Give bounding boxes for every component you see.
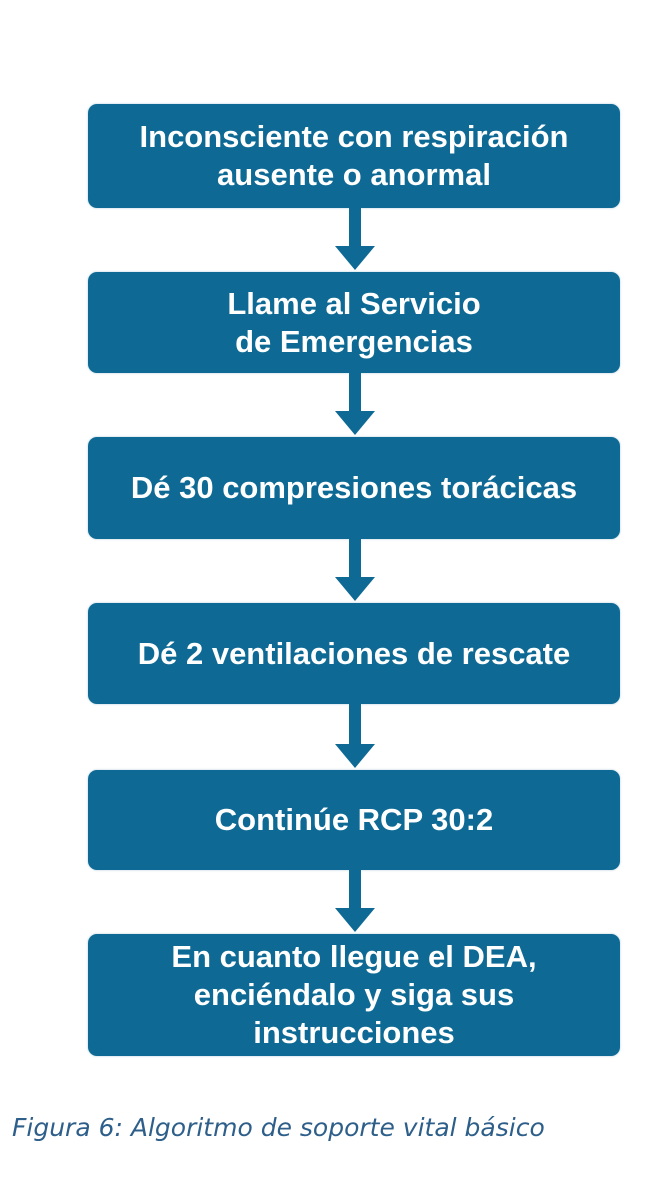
down-arrow-icon [335,704,375,768]
step-rescue-breaths: Dé 2 ventilaciones de rescate [88,603,620,704]
step-call-emergency: Llame al Servicio de Emergencias [88,272,620,373]
step-unconscious: Inconsciente con respiración ausente o a… [88,104,620,208]
step-text-line: Inconsciente con respiración [139,119,569,154]
down-arrow-icon [335,870,375,932]
step-text-line: de Emergencias [235,323,473,359]
step-text-line: ausente o anormal [217,157,491,192]
step-continue-cpr: Continúe RCP 30:2 [88,770,620,870]
step-text-line: enciéndalo y siga sus [193,977,515,1012]
down-arrow-icon [335,373,375,435]
down-arrow-icon [335,208,375,270]
step-use-aed: En cuanto llegue el DEA, enciéndalo y si… [88,934,620,1056]
figure-caption: Figura 6: Algoritmo de soporte vital bás… [12,1113,545,1142]
step-text-line: instrucciones [253,1015,455,1050]
step-text-line: Dé 30 compresiones torácicas [130,470,578,505]
step-text-line: Dé 2 ventilaciones de rescate [137,635,571,671]
step-text-line: Llame al Servicio [227,285,481,321]
down-arrow-icon [335,539,375,601]
step-text-line: Continúe RCP 30:2 [214,802,494,837]
step-text-line: En cuanto llegue el DEA, [171,939,537,974]
step-compressions: Dé 30 compresiones torácicas [88,437,620,539]
